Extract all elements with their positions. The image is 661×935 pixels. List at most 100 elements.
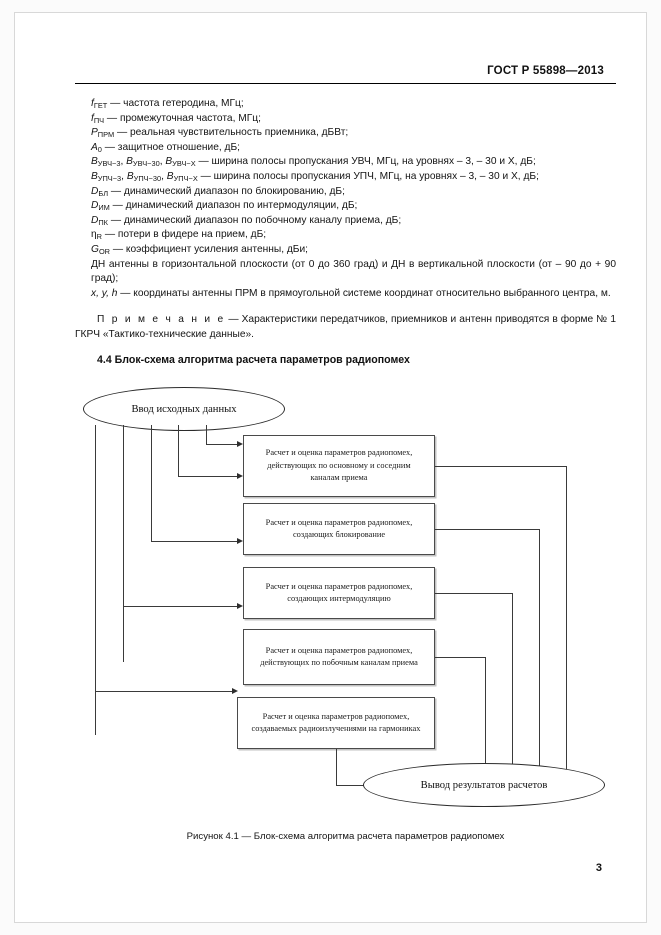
connector-out-p2-v	[539, 529, 540, 784]
subscript-d-pk: ПК	[98, 217, 108, 227]
header-rule	[75, 83, 616, 84]
flowchart-process-p4: Расчет и оценка параметров радиопомех, д…	[243, 629, 435, 685]
definition-eta-r: ηR — потери в фидере на прием, дБ;	[75, 228, 616, 243]
symbols-coordinates: x, y, h	[91, 287, 118, 299]
flowchart-start-node: Ввод исходных данных	[83, 387, 285, 431]
symbol-b-upch-x: B	[166, 170, 174, 182]
definition-text-b-uvch: — ширина полосы пропускания УВЧ, МГц, на…	[195, 156, 536, 168]
definition-d-pk: DПК — динамический диапазон по побочному…	[75, 214, 616, 229]
flowchart-process-p3: Расчет и оценка параметров радиопомех, с…	[243, 567, 435, 619]
connector-start-stub-p2	[178, 425, 179, 476]
flowchart-start-label: Ввод исходных данных	[131, 403, 237, 415]
arrow-into-p5	[232, 687, 238, 694]
subscript-eta-r: R	[96, 232, 103, 242]
symbol-d-im: D	[91, 200, 99, 212]
subscript-b-upch-3: УПЧ−3	[97, 173, 122, 183]
connector-out-p4-h	[435, 657, 486, 658]
arrow-into-p1	[237, 440, 243, 447]
subscript-p-prm: ПРМ	[97, 130, 115, 140]
definition-text-p-prm: — реальная чувствительность приемника, д…	[114, 127, 349, 139]
subscript-f-pch: ПЧ	[93, 115, 105, 125]
subscript-b-uvch-3: УВЧ−3	[97, 159, 121, 169]
connector-h-p4	[123, 606, 240, 607]
section-title: 4.4 Блок-схема алгоритма расчета парамет…	[97, 354, 410, 366]
flowchart-figure: Ввод исходных данных	[75, 381, 616, 842]
symbol-b-uvch-30: B	[126, 156, 133, 168]
symbol-p-prm: P	[91, 127, 98, 139]
flowchart-process-p2: Расчет и оценка параметров радиопомех, с…	[243, 503, 435, 555]
definition-d-bl: DБЛ — динамический диапазон по блокирова…	[75, 185, 616, 200]
flowchart-process-p4-label: Расчет и оценка параметров радиопомех, д…	[260, 645, 418, 667]
definition-f-pch: fПЧ — промежуточная частота, МГц;	[75, 112, 616, 127]
note-dash: —	[225, 314, 242, 326]
subscript-b-upch-30: УПЧ−30	[133, 173, 162, 183]
connector-h-p1	[206, 444, 240, 445]
paragraph-coordinates: x, y, h — координаты антенны ПРМ в прямо…	[75, 287, 616, 302]
definition-text-b-upch: — ширина полосы пропускания УПЧ, МГц, на…	[197, 170, 539, 182]
definition-text-d-im: — динамический диапазон по интермодуляци…	[109, 200, 358, 212]
arrow-into-p3	[237, 537, 243, 544]
flowchart-process-p1: Расчет и оценка параметров радиопомех, д…	[243, 435, 435, 497]
subscript-b-upch-x: УПЧ−Х	[173, 173, 198, 183]
connector-h-p5	[95, 691, 235, 692]
connector-out-p1-v	[566, 466, 567, 788]
symbol-a-0: A	[91, 141, 98, 153]
symbol-b-upch-3: B	[91, 170, 98, 182]
arrow-into-p4	[237, 602, 243, 609]
subscript-f-get: ГЕТ	[93, 101, 108, 110]
definition-text-a-0: — защитное отношение, дБ;	[101, 141, 240, 153]
connector-out-p4-v	[485, 657, 486, 778]
definition-d-im: DИМ — динамический диапазон по интермоду…	[75, 199, 616, 214]
connector-h-p2	[178, 476, 240, 477]
note-label: П р и м е ч а н и е	[97, 314, 226, 326]
definition-text-f-pch: — промежуточная частота, МГц;	[104, 112, 261, 124]
arrow-into-p2	[237, 472, 243, 479]
definition-text-eta-r: — потери в фидере на прием, дБ;	[102, 229, 267, 241]
page-number: 3	[595, 862, 602, 874]
definition-f-get: fГЕТ — частота гетеродина, МГц;	[75, 97, 616, 112]
subscript-d-im: ИМ	[98, 203, 110, 213]
symbol-d-bl: D	[91, 185, 99, 197]
symbol-d-pk: D	[91, 214, 99, 226]
definition-b-uvch: BУВЧ−3, BУВЧ−30, BУВЧ−Х — ширина полосы …	[91, 156, 536, 169]
symbol-b-uvch-3: B	[91, 156, 98, 168]
definition-text-g-or: — коэффициент усиления антенны, дБи;	[110, 243, 309, 255]
document-header-standard-id: ГОСТ Р 55898—2013	[487, 65, 604, 77]
page-sheet: ГОСТ Р 55898—2013 fГЕТ — частота гетерод…	[14, 12, 647, 923]
flowchart-process-p3-label: Расчет и оценка параметров радиопомех, с…	[265, 581, 413, 603]
connector-drop-p5	[95, 425, 96, 692]
symbol-eta-r: η	[91, 229, 97, 241]
paragraph-coordinates-text: — координаты антенны ПРМ в прямоугольной…	[117, 287, 611, 299]
subscript-b-uvch-30: УВЧ−30	[132, 159, 160, 169]
definition-text-d-pk: — динамический диапазон по побочному кан…	[107, 214, 402, 226]
definition-text-f-get: — частота гетеродина, МГц;	[107, 98, 244, 109]
subscript-b-uvch-x: УВЧ−Х	[172, 159, 196, 169]
flowchart-end-label: Вывод результатов расчетов	[420, 779, 548, 791]
connector-out-p5-v	[336, 749, 337, 785]
connector-out-p3-h	[435, 593, 513, 594]
flowchart-process-p1-label: Расчет и оценка параметров радиопомех, д…	[265, 448, 413, 483]
definition-g-or: GOR — коэффициент усиления антенны, дБи;	[75, 243, 616, 258]
flowchart-process-p2-label: Расчет и оценка параметров радиопомех, с…	[265, 517, 413, 539]
flowchart-process-p5-label: Расчет и оценка параметров радиопомех, с…	[251, 711, 421, 733]
subscript-d-bl: БЛ	[98, 188, 109, 198]
subscript-a-0: 0	[97, 144, 102, 154]
figure-caption: Рисунок 4.1 — Блок-схема алгоритма расче…	[186, 831, 505, 842]
note-block: П р и м е ч а н и е — Характеристики пер…	[75, 313, 616, 342]
connector-h-p3	[151, 541, 240, 542]
symbol-b-upch-30: B	[126, 170, 134, 182]
connector-elbow-p1	[206, 425, 207, 444]
paragraph-antenna-pattern: ДН антенны в горизонтальной плоскости (о…	[91, 258, 616, 285]
connector-start-stub-p3	[151, 425, 152, 541]
connector-out-p3-v	[512, 593, 513, 781]
connector-out-p2-h	[435, 529, 540, 530]
symbol-f-get: f	[91, 98, 94, 109]
symbol-b-uvch-x: B	[165, 156, 173, 168]
flowchart-process-p5: Расчет и оценка параметров радиопомех, с…	[237, 697, 435, 749]
connector-out-p1-h	[435, 466, 567, 467]
definitions-list: fГЕТ — частота гетеродина, МГц; fПЧ — пр…	[75, 97, 616, 343]
definition-b-upch: BУПЧ−3, BУПЧ−30, BУПЧ−Х — ширина полосы …	[91, 170, 539, 183]
subscript-g-or: OR	[98, 246, 111, 256]
note-text: Характеристики передатчиков, приемников …	[75, 314, 616, 340]
